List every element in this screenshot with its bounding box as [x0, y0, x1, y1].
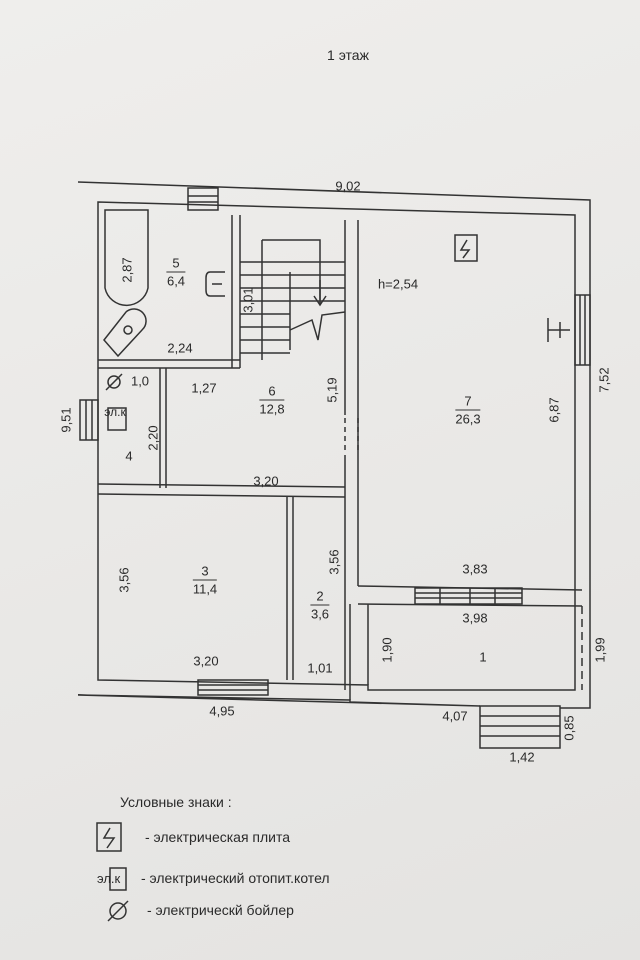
toilet [103, 308, 147, 358]
room-number: 3 [192, 563, 218, 581]
dim-room2-width: 1,01 [307, 660, 333, 676]
room-area: 26,3 [455, 411, 481, 427]
room-number: 5 [166, 255, 186, 273]
window-left [79, 399, 99, 441]
dim-bath: 2,87 [119, 257, 135, 283]
heating-boiler-label: эл.к [104, 405, 126, 419]
window-bottom [197, 679, 269, 696]
dim-room2-len: 3,56 [326, 549, 342, 575]
dim-room1-width: 3,98 [462, 610, 488, 626]
dim-room4-len: 2,20 [145, 425, 161, 451]
dim-left-bottom: 4,95 [209, 703, 235, 719]
dim-total-length: 9,51 [58, 407, 74, 433]
room-area: 3,6 [310, 606, 330, 622]
dim-room3-width: 3,20 [193, 653, 219, 669]
dim-stair: 3,01 [240, 287, 256, 313]
dim-total-width: 9,02 [335, 178, 361, 194]
central-wall [344, 220, 359, 690]
room-number: 4 [125, 448, 133, 464]
room-area: 11,4 [192, 581, 218, 597]
ceiling-height: h=2,54 [377, 276, 419, 292]
room-number: 2 [310, 588, 330, 606]
room4-wall [159, 368, 167, 488]
radiator-5 [205, 271, 225, 297]
bathtub [104, 209, 149, 307]
dim-room7-width: 3,83 [462, 561, 488, 577]
dim-corridor-width: 1,27 [191, 380, 217, 396]
window-right [574, 294, 591, 366]
dim-room7-len: 6,87 [546, 397, 562, 423]
window-top [187, 187, 219, 211]
mid-wall [97, 483, 346, 498]
legend-item-water-heater: - электрическй бойлер [147, 902, 294, 918]
window-room7 [414, 587, 523, 605]
water-heater-symbol [107, 375, 121, 389]
room-number: 7 [455, 393, 481, 411]
dim-room6-bottom: 3,20 [253, 473, 279, 489]
dim-room3-len: 3,56 [116, 567, 132, 593]
room-number: 1 [479, 649, 487, 665]
electric-stove-symbol [454, 234, 478, 262]
entrance-steps [479, 705, 561, 749]
legend-boiler-icon-label: эл.к [97, 871, 121, 886]
legend-stove-box [96, 822, 122, 852]
heating-boiler-symbol [107, 407, 127, 431]
dim-porch-bottom: 4,07 [442, 708, 468, 724]
room-area: 6,4 [166, 273, 186, 289]
room-number: 6 [259, 383, 285, 401]
legend-item-heating-boiler: - электрический отопит.котел [141, 870, 330, 886]
room2-wall [286, 497, 294, 680]
dim-room4-width: 1,0 [130, 373, 150, 389]
legend-title: Условные знаки : [120, 794, 232, 810]
dim-steps-width: 1,42 [509, 749, 535, 765]
dim-corridor-len: 5,19 [324, 377, 340, 403]
dim-porch-right: 1,99 [592, 637, 608, 663]
room-area: 12,8 [259, 401, 285, 417]
dim-room5-width: 2,24 [167, 340, 193, 356]
room-4: 4 [125, 448, 132, 465]
legend-item-stove: - электрическая плита [145, 829, 291, 845]
plan-title: 1 этаж [327, 47, 369, 63]
room5-walls [98, 215, 241, 369]
room-1: 1 [479, 649, 486, 666]
dim-room1-len: 1,90 [379, 637, 395, 663]
dim-right-length: 7,52 [596, 367, 612, 393]
dim-steps-len: 0,85 [561, 715, 577, 741]
inner-wall-outline [97, 201, 576, 691]
radiator-7 [547, 318, 570, 342]
staircase [240, 239, 346, 360]
